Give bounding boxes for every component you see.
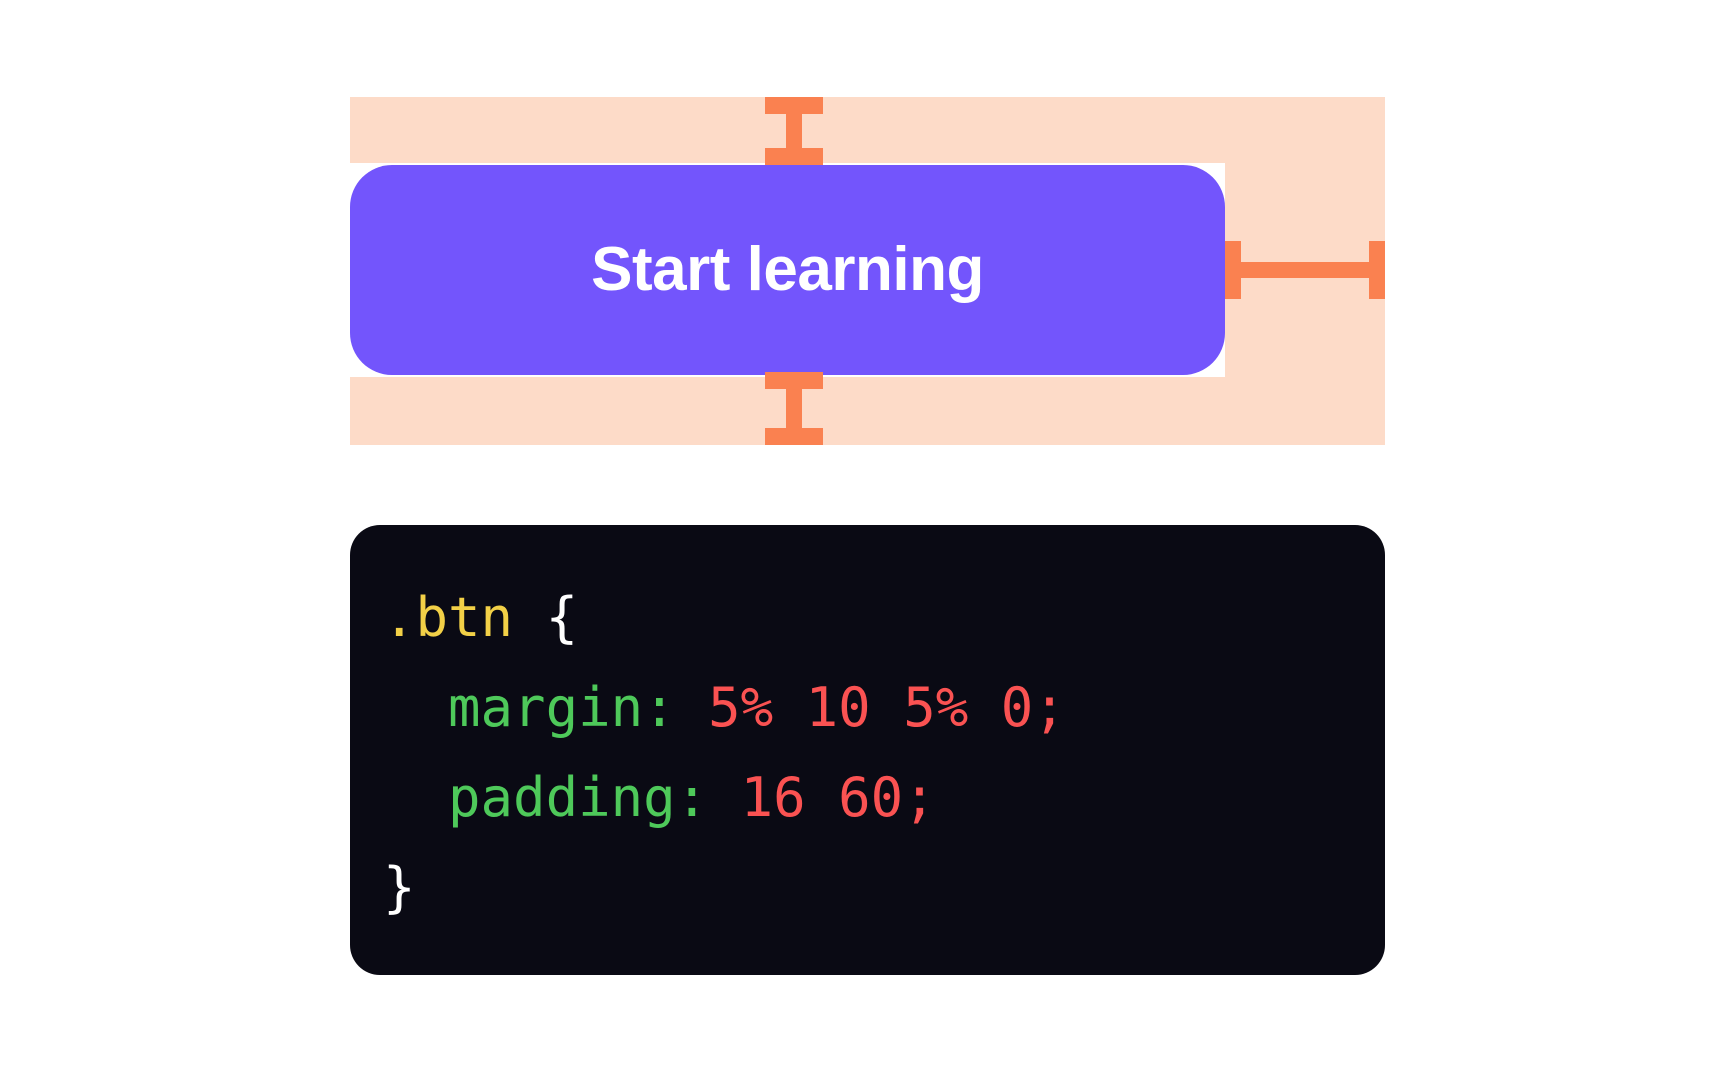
css-code-listing: .btn { margin: 5% 10 5% 0; padding: 16 6… xyxy=(383,573,1385,933)
code-open-brace: { xyxy=(545,586,579,649)
margin-right-measure-icon xyxy=(1225,241,1385,299)
marker-cap-bottom xyxy=(765,148,823,165)
marker-cap-bottom xyxy=(765,428,823,445)
marker-stem xyxy=(1225,262,1385,278)
code-close-brace: } xyxy=(383,856,416,919)
code-selector: .btn xyxy=(383,586,514,649)
box-model-demo-stage: Start learning xyxy=(0,0,1728,500)
code-property-margin: margin: xyxy=(448,676,676,739)
margin-bottom-measure-icon xyxy=(765,372,823,445)
margin-top-measure-icon xyxy=(765,97,823,165)
code-value-padding: 16 60; xyxy=(740,766,936,829)
code-value-margin: 5% 10 5% 0; xyxy=(708,676,1066,739)
start-learning-button[interactable]: Start learning xyxy=(350,165,1225,375)
marker-stem xyxy=(786,372,802,445)
marker-cap-right xyxy=(1369,241,1385,299)
css-code-block: .btn { margin: 5% 10 5% 0; padding: 16 6… xyxy=(350,525,1385,975)
code-property-padding: padding: xyxy=(448,766,709,829)
